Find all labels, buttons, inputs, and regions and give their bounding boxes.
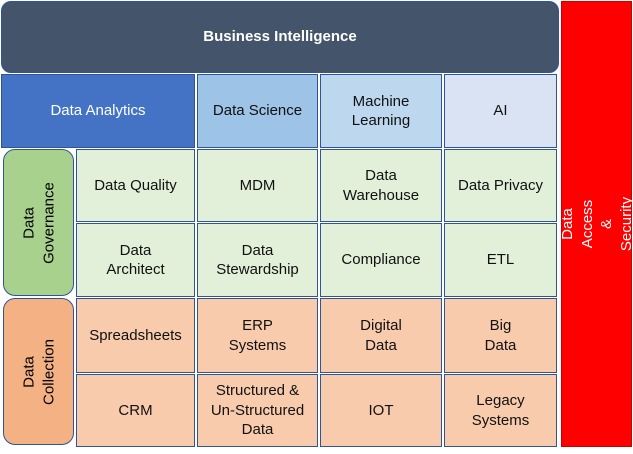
governance-cell: MDM bbox=[197, 149, 318, 222]
data-access-security-label: Data Access & Security bbox=[558, 196, 633, 252]
data-access-security: Data Access & Security bbox=[558, 1, 633, 447]
governance-cell: Compliance bbox=[320, 223, 442, 297]
governance-cell: Data Architect bbox=[76, 223, 195, 297]
collection-cell: CRM bbox=[76, 374, 195, 447]
collection-cell: Spreadsheets bbox=[76, 298, 195, 373]
business-intelligence: Business Intelligence bbox=[1, 1, 559, 73]
data-collection-label: Data Collection bbox=[3, 298, 74, 445]
collection-cell: Digital Data bbox=[320, 298, 442, 373]
data-science: Data Science bbox=[197, 74, 318, 148]
governance-cell: Data Privacy bbox=[444, 149, 557, 222]
collection-cell: IOT bbox=[320, 374, 442, 447]
governance-cell: Data Quality bbox=[76, 149, 195, 222]
data-analytics: Data Analytics bbox=[1, 74, 195, 148]
machine-learning: Machine Learning bbox=[320, 74, 442, 148]
data-governance-text: Data Governance bbox=[20, 181, 57, 264]
governance-cell: Data Warehouse bbox=[320, 149, 442, 222]
collection-cell: Legacy Systems bbox=[444, 374, 557, 447]
data-collection-text: Data Collection bbox=[20, 338, 57, 405]
data-governance-label: Data Governance bbox=[3, 149, 74, 296]
governance-cell: ETL bbox=[444, 223, 557, 297]
ai: AI bbox=[444, 74, 557, 148]
governance-cell: Data Stewardship bbox=[197, 223, 318, 297]
collection-cell: ERP Systems bbox=[197, 298, 318, 373]
collection-cell: Big Data bbox=[444, 298, 557, 373]
collection-cell: Structured & Un-Structured Data bbox=[197, 374, 318, 447]
